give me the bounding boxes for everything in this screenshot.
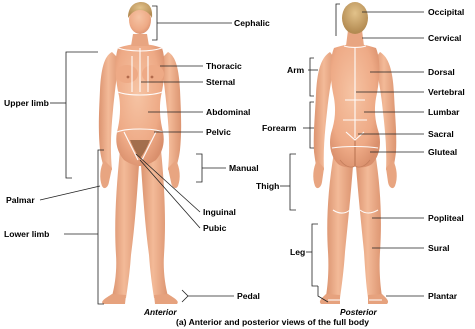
label-plantar: Plantar	[428, 292, 457, 301]
label-manual: Manual	[229, 164, 259, 173]
label-upper-limb: Upper limb	[4, 99, 49, 108]
label-sural: Sural	[428, 244, 450, 253]
view-label-posterior: Posterior	[340, 308, 377, 316]
label-inguinal: Inguinal	[203, 208, 236, 217]
label-leg: Leg	[290, 248, 305, 257]
label-pubic: Pubic	[203, 224, 226, 233]
label-popliteal: Popliteal	[428, 214, 464, 223]
label-lumbar: Lumbar	[428, 108, 460, 117]
label-arm: Arm	[287, 66, 304, 75]
label-thigh: Thigh	[256, 182, 279, 191]
label-cervical: Cervical	[428, 34, 461, 43]
posterior-figure	[313, 2, 396, 304]
label-sternal: Sternal	[206, 78, 235, 87]
label-gluteal: Gluteal	[428, 148, 457, 157]
label-occipital: Occipital	[428, 8, 464, 17]
label-pelvic: Pelvic	[206, 128, 231, 137]
label-abdominal: Abdominal	[206, 108, 250, 117]
label-forearm: Forearm	[262, 124, 296, 133]
label-sacral: Sacral	[428, 130, 454, 139]
label-pedal: Pedal	[237, 292, 260, 301]
anterior-figure	[99, 2, 181, 304]
view-label-anterior: Anterior	[144, 308, 177, 316]
label-lower-limb: Lower limb	[4, 230, 49, 239]
figure-caption: (a) Anterior and posterior views of the …	[176, 318, 369, 327]
label-thoracic: Thoracic	[206, 62, 242, 71]
label-dorsal: Dorsal	[428, 68, 455, 77]
label-vertebral: Vertebral	[428, 88, 465, 97]
label-palmar: Palmar	[6, 196, 35, 205]
label-cephalic: Cephalic	[234, 19, 270, 28]
